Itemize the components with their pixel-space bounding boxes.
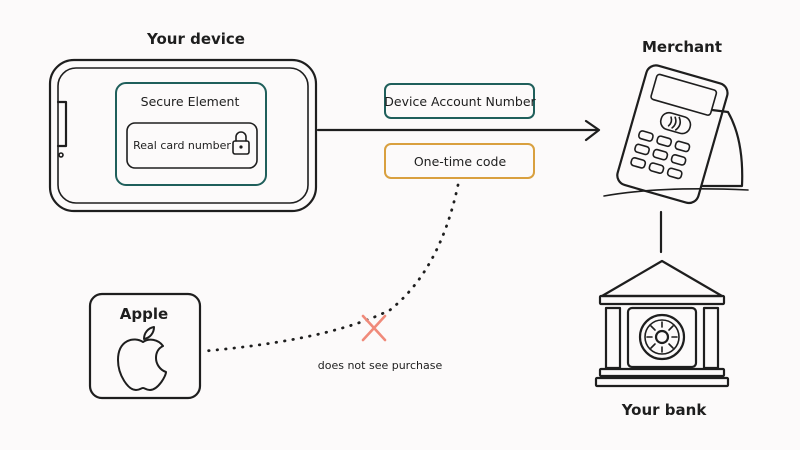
merchant-title: Merchant: [642, 38, 722, 56]
contactless-icon: [659, 111, 692, 135]
secure-element-label: Secure Element: [141, 94, 240, 109]
secure-element-box: [115, 82, 267, 186]
bank-building-icon: [594, 259, 730, 388]
real-card-box: [126, 122, 258, 169]
apple-box: [88, 292, 202, 400]
apple-logo-icon: [117, 326, 167, 391]
vault-icon: [626, 306, 698, 369]
apple-note: does not see purchase: [318, 359, 443, 372]
one-time-code-label: One-time code: [414, 154, 507, 169]
device-account-number-label: Device Account Number: [384, 94, 536, 109]
apple-title: Apple: [120, 305, 168, 323]
bank-group: Your bank: [594, 259, 730, 419]
apple-group: Apple: [88, 292, 202, 400]
device-title: Your device: [146, 30, 245, 48]
payment-terminal-icon: [603, 64, 749, 205]
one-time-code-tag: One-time code: [384, 143, 535, 179]
real-card-label: Real card number: [133, 139, 231, 152]
device-group: Your device Secure Element Real card num…: [48, 30, 318, 213]
blocked-x-icon: [361, 314, 387, 342]
device-account-number-tag: Device Account Number: [384, 83, 537, 119]
payment-arrow: [316, 119, 601, 142]
lock-icon: [232, 131, 250, 155]
merchant-group: Merchant: [603, 38, 749, 205]
keypad: [630, 130, 691, 180]
apple-dotted-path: [203, 183, 460, 353]
phone-icon: [48, 58, 318, 213]
bank-title: Your bank: [621, 401, 708, 419]
